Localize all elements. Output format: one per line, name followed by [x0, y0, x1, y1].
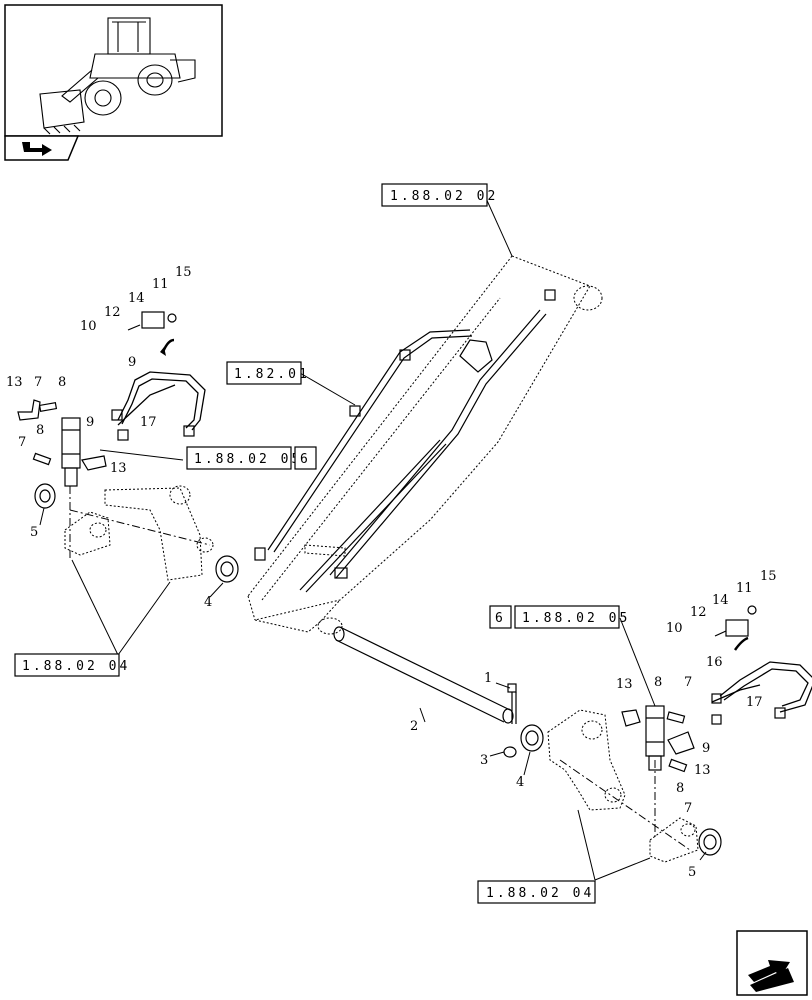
left-valve	[61, 417, 81, 487]
part-number: 14	[712, 593, 729, 608]
next-page-arrow-icon[interactable]	[736, 930, 808, 996]
ref-right-valve-box[interactable]: 6 1.88.02 05	[489, 605, 630, 629]
part-number: 5	[30, 525, 38, 540]
part-number: 15	[760, 569, 777, 584]
part-number: 2	[410, 719, 418, 734]
part-number: 7	[684, 801, 692, 816]
part-number: 5	[688, 865, 696, 880]
left-clips	[17, 399, 107, 471]
left-bracket	[64, 485, 214, 581]
ref-left-bracket-label: 1.88.02 04	[22, 659, 130, 674]
part-number: 8	[58, 375, 66, 390]
pivot-pin	[333, 626, 514, 724]
nut-3	[503, 746, 517, 758]
ref-right-bracket-label: 1.88.02 04	[486, 886, 594, 901]
part-number: 13	[6, 375, 23, 390]
ref-boom-box[interactable]: 1.88.02 02	[381, 183, 498, 207]
part-number: 10	[80, 319, 97, 334]
right-bracket	[547, 709, 699, 863]
part-number: 10	[666, 621, 683, 636]
left-valve-block	[127, 311, 177, 356]
left-hoses	[111, 371, 206, 441]
ref-right-valve-tag: 6	[495, 611, 506, 626]
ref-harness-label: 1.82.01	[234, 367, 310, 382]
part-number: 9	[128, 355, 136, 370]
ref-left-bracket-box[interactable]: 1.88.02 04	[14, 653, 130, 677]
ref-left-valve-box[interactable]: 1.88.02 05 6	[186, 446, 317, 470]
part-number: 4	[204, 595, 212, 610]
right-valve-block	[714, 605, 757, 651]
part-number: 8	[676, 781, 684, 796]
part-number: 8	[36, 423, 44, 438]
part-number: 13	[694, 763, 711, 778]
right-clips	[621, 709, 695, 773]
ref-right-valve-label: 1.88.02 05	[522, 611, 630, 626]
part-number: 9	[702, 741, 710, 756]
right-washer-5	[698, 828, 722, 856]
part-number: 11	[736, 581, 753, 596]
part-number: 1	[484, 671, 492, 686]
part-number: 12	[690, 605, 707, 620]
part-number: 4	[516, 775, 524, 790]
ref-harness-box[interactable]: 1.82.01	[226, 361, 310, 385]
part-number: 14	[128, 291, 145, 306]
ref-right-bracket-box[interactable]: 1.88.02 04	[477, 880, 596, 904]
part-number: 11	[152, 277, 169, 292]
part-number: 9	[86, 415, 94, 430]
left-washer-5	[34, 483, 56, 509]
part-number: 3	[480, 753, 488, 768]
bolt	[507, 683, 517, 724]
part-number: 7	[684, 675, 692, 690]
part-number: 17	[140, 415, 157, 430]
part-number: 7	[34, 375, 42, 390]
back-arrow-icon[interactable]	[4, 135, 80, 161]
loader-boom	[247, 255, 603, 635]
ref-left-valve-tag: 6	[300, 452, 311, 467]
part-number: 16	[706, 655, 723, 670]
washer-center-4	[520, 724, 544, 752]
part-number: 12	[104, 305, 121, 320]
part-number: 8	[654, 675, 662, 690]
ref-left-valve-label: 1.88.02 05	[194, 452, 302, 467]
part-number: 17	[746, 695, 763, 710]
right-hoses	[711, 661, 812, 725]
part-number: 13	[110, 461, 127, 476]
part-number: 13	[616, 677, 633, 692]
ref-boom-label: 1.88.02 02	[390, 189, 498, 204]
washer-left-4	[215, 555, 239, 583]
part-number: 7	[18, 435, 26, 450]
wheel-loader-thumbnail	[4, 4, 223, 137]
part-number: 15	[175, 265, 192, 280]
